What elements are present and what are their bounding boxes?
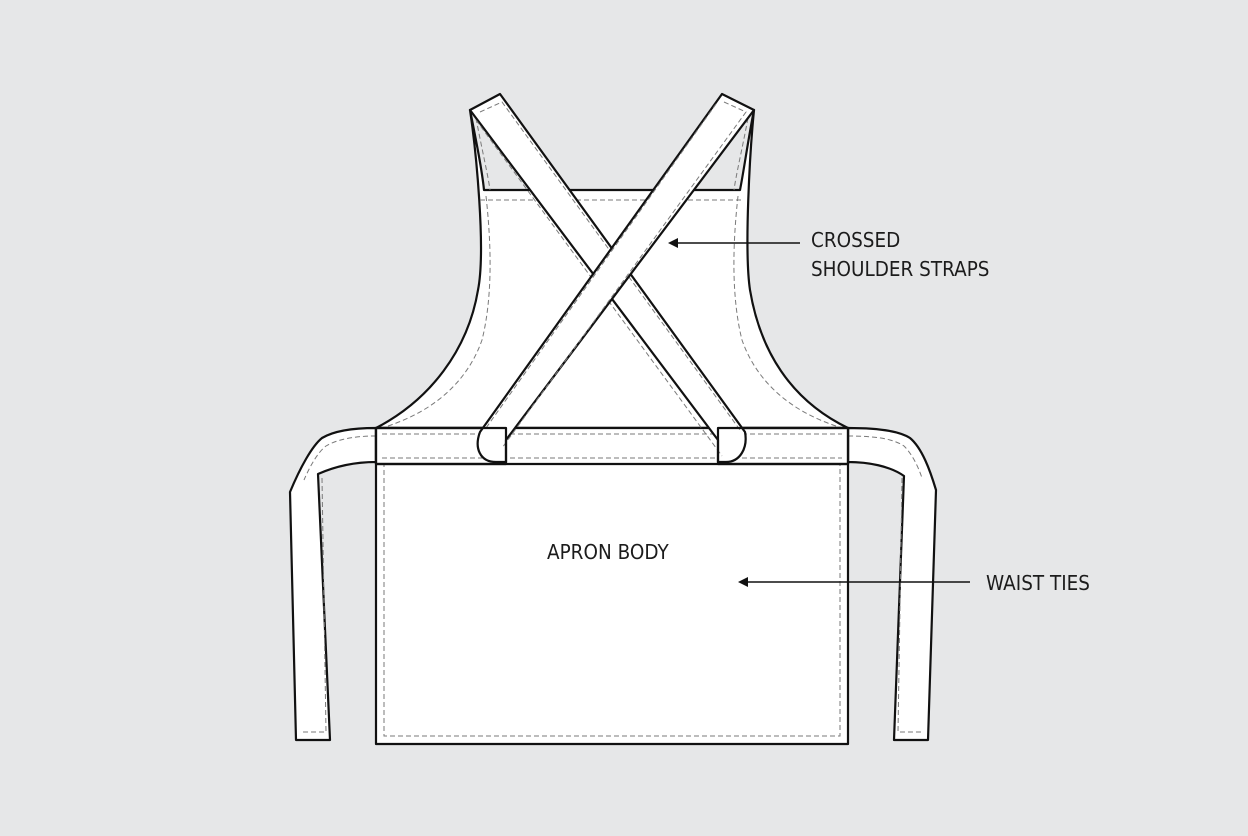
leader-waist-ties	[738, 577, 970, 587]
left-waist-tie	[288, 426, 378, 742]
right-waist-tie	[846, 426, 938, 742]
label-crossed-straps-line2: SHOULDER STRAPS	[811, 257, 990, 281]
label-waist-ties: WAIST TIES	[986, 571, 1090, 595]
label-crossed-straps-line1: CROSSED	[811, 228, 901, 252]
label-apron-body: APRON BODY	[547, 540, 669, 564]
apron-body	[374, 426, 850, 746]
leader-crossed-straps	[668, 238, 800, 248]
waistband	[374, 426, 850, 466]
